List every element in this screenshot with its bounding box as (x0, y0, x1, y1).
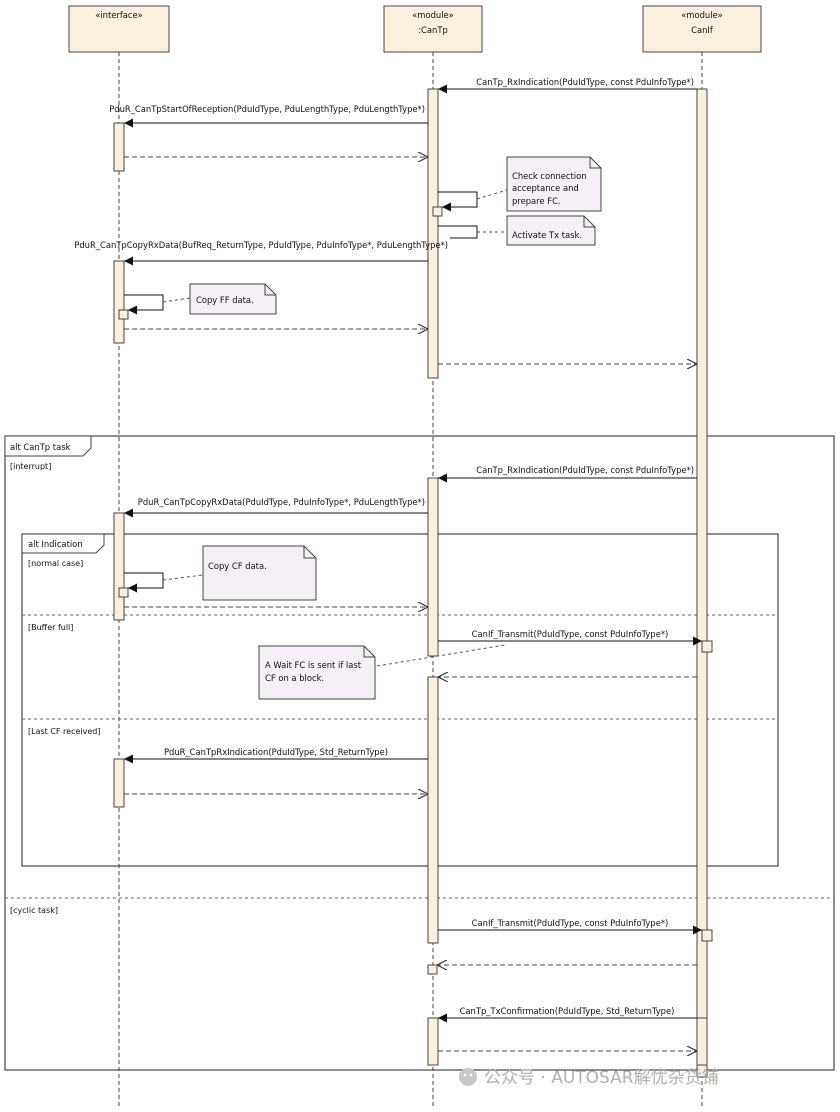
note-copy-ff-line-1: Copy FF data. (196, 295, 254, 305)
activation-canif-txconf (696, 1017, 708, 1066)
note-copy-cf: Copy CF data. (202, 545, 317, 601)
note-wait-fc-line-1: A Wait FC is sent if last (265, 660, 362, 670)
message-label-2: PduR_CanTpStartOfReception(PduIdType, Pd… (109, 104, 425, 114)
message-3: PduR_CanTpCopyRxData(BufReq_ReturnType, … (74, 240, 448, 266)
self-call-check-connection (438, 191, 478, 212)
frame-label-outer: alt CanTp task (10, 442, 71, 452)
message-6: CanIf_Transmit(PduIdType, const PduInfoT… (438, 629, 702, 646)
self-call-activate-tx (438, 225, 478, 239)
message-label-7: PduR_CanTpRxIndication(PduIdType, Std_Re… (164, 747, 388, 757)
activation-pdur-self-1 (118, 309, 129, 320)
message-label-1: CanTp_RxIndication(PduIdType, const PduI… (476, 77, 694, 87)
frame-alt-cantp-task: alt CanTp task [interrupt] [cyclic task] (4, 435, 835, 1071)
note-copy-ff: Copy FF data. (189, 283, 277, 315)
message-2: PduR_CanTpStartOfReception(PduIdType, Pd… (109, 104, 428, 128)
note-check-connection-line-2: acceptance and (512, 183, 579, 193)
note-check-connection-line-3: prepare FC. (512, 196, 561, 206)
frame-alt-indication: alt Indication [normal case] [Buffer ful… (21, 533, 779, 867)
stereotype-cantp: «module» (412, 10, 454, 20)
guard-last-cf: [Last CF received] (28, 727, 101, 736)
guard-buffer-full: [Buffer full] (28, 623, 73, 632)
guard-interrupt: [interrupt] (10, 462, 51, 471)
note-wait-fc-line-2: CF on a block. (265, 673, 324, 683)
message-4: CanTp_RxIndication(PduIdType, const PduI… (438, 465, 697, 483)
activation-canif-transmit-1 (701, 640, 713, 653)
message-label-9: CanTp_TxConfirmation(PduIdType, Std_Retu… (460, 1006, 675, 1016)
activation-pdur-1 (113, 122, 125, 172)
stereotype-canif: «module» (681, 10, 723, 20)
message-7: PduR_CanTpRxIndication(PduIdType, Std_Re… (124, 747, 428, 764)
guard-normal-case: [normal case] (28, 559, 83, 568)
activation-pdur-4 (113, 758, 125, 808)
activation-bars (113, 88, 713, 1078)
note-activate-tx-line-1: Activate Tx task. (512, 230, 582, 240)
activation-pdur-3 (113, 512, 125, 621)
name-cantp: :CanTp (418, 25, 448, 35)
activation-pdur-self-2 (118, 587, 129, 598)
watermark: 公众号 · AUTOSAR解忧杂货铺 (459, 1068, 719, 1088)
activation-canif-main (696, 88, 708, 1078)
activation-cantp-self (432, 206, 443, 217)
note-wait-fc: A Wait FC is sent if last CF on a block. (258, 645, 376, 700)
note-copy-cf-line-1: Copy CF data. (208, 561, 267, 571)
message-label-6: CanIf_Transmit(PduIdType, const PduInfoT… (472, 629, 669, 639)
message-label-4: CanTp_RxIndication(PduIdType, const PduI… (476, 465, 694, 475)
note-activate-tx: Activate Tx task. (506, 215, 596, 246)
note-check-connection: Check connection acceptance and prepare … (506, 156, 602, 212)
message-label-3: PduR_CanTpCopyRxData(BufReq_ReturnType, … (74, 240, 448, 250)
message-5: PduR_CanTpCopyRxData(PduIdType, PduInfoT… (124, 497, 428, 518)
self-call-copy-cf (124, 572, 164, 593)
activation-cantp-reply (427, 964, 438, 975)
activation-cantp-4 (427, 1017, 439, 1066)
frame-label-inner: alt Indication (28, 539, 83, 549)
activation-pdur-2 (113, 260, 125, 344)
activation-cantp-1 (427, 88, 439, 379)
activation-cantp-2 (427, 477, 439, 657)
activation-cantp-3 (427, 676, 439, 944)
activation-canif-transmit-2 (701, 929, 713, 942)
message-label-8: CanIf_Transmit(PduIdType, const PduInfoT… (472, 918, 669, 928)
note-check-connection-line-1: Check connection (512, 171, 587, 181)
message-1: CanTp_RxIndication(PduIdType, const PduI… (438, 77, 697, 94)
name-canif: CanIf (691, 25, 714, 35)
guard-cyclic-task: [cyclic task] (10, 906, 58, 915)
wechat-icon (459, 1068, 477, 1086)
self-call-copy-ff (124, 294, 164, 315)
stereotype-interface: «interface» (95, 10, 143, 20)
note-connectors (162, 189, 508, 667)
message-9: CanTp_TxConfirmation(PduIdType, Std_Retu… (438, 1006, 697, 1023)
watermark-text: 公众号 · AUTOSAR解忧杂货铺 (484, 1068, 719, 1088)
message-label-5: PduR_CanTpCopyRxData(PduIdType, PduInfoT… (138, 497, 425, 507)
message-8: CanIf_Transmit(PduIdType, const PduInfoT… (438, 918, 702, 935)
